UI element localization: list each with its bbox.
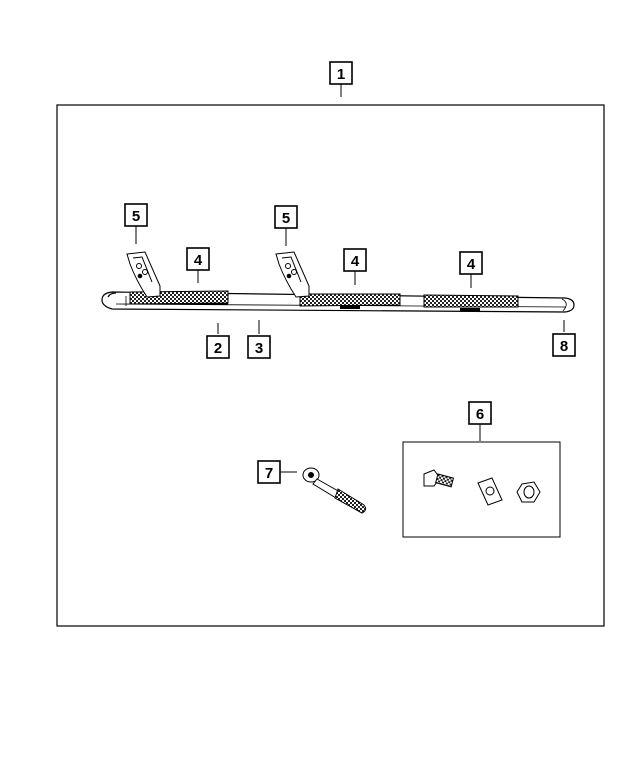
callout-6[interactable]: 6 <box>468 401 492 441</box>
callout-7[interactable]: 7 <box>257 460 297 484</box>
bolt-icon <box>423 469 455 488</box>
callout-3-label: 3 <box>255 340 263 357</box>
callout-1[interactable]: 1 <box>329 61 353 97</box>
callout-3[interactable]: 3 <box>247 320 271 359</box>
callout-2[interactable]: 2 <box>206 323 230 359</box>
callout-4-second[interactable]: 4 <box>343 248 367 285</box>
nut-icon <box>516 481 541 503</box>
callout-5-right-label: 5 <box>282 210 290 227</box>
callout-6-label: 6 <box>476 406 484 423</box>
bracket-1 <box>126 251 161 298</box>
callout-4-first-label: 4 <box>194 252 203 269</box>
callout-5-left-label: 5 <box>132 208 140 225</box>
callout-4-second-label: 4 <box>351 253 360 270</box>
hardware-kit-frame <box>402 441 561 538</box>
step-pad-2 <box>299 293 401 309</box>
bracket-2 <box>275 251 310 298</box>
step-pad-3 <box>423 294 519 311</box>
callout-4-third-label: 4 <box>467 256 476 273</box>
wrench-tool-icon <box>302 467 367 514</box>
callout-8-label: 8 <box>560 338 568 355</box>
callout-1-label: 1 <box>337 66 345 83</box>
callout-4-first[interactable]: 4 <box>186 247 210 283</box>
kit-frame <box>56 104 605 627</box>
callout-5-left[interactable]: 5 <box>124 203 148 244</box>
nut-plate-icon <box>477 477 503 506</box>
callout-7-label: 7 <box>265 465 273 482</box>
callout-2-label: 2 <box>214 340 222 357</box>
callout-8[interactable]: 8 <box>552 320 576 357</box>
callout-5-right[interactable]: 5 <box>274 205 298 246</box>
callout-4-third[interactable]: 4 <box>459 251 483 288</box>
